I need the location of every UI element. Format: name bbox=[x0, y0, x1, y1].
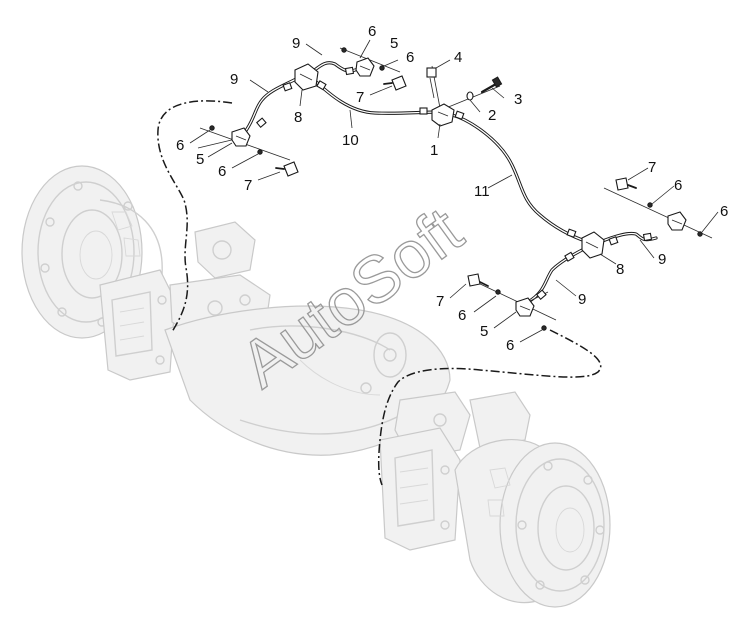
cap-4 bbox=[426, 67, 437, 99]
callout-5: 5 bbox=[196, 151, 204, 168]
pipe-nuts bbox=[255, 66, 653, 301]
bleeder-cap-7-lower bbox=[467, 273, 489, 287]
fitting-5-right bbox=[667, 211, 687, 231]
callout-7: 7 bbox=[356, 89, 364, 106]
callout-6: 6 bbox=[458, 307, 466, 324]
callout-9: 9 bbox=[578, 291, 586, 308]
callout-11: 11 bbox=[474, 183, 490, 200]
distributor-block-8-lower bbox=[581, 231, 605, 259]
callout-9: 9 bbox=[292, 35, 300, 52]
callout-6: 6 bbox=[720, 203, 728, 220]
right-wheel-hub-ghost bbox=[454, 439, 611, 608]
callout-6: 6 bbox=[406, 49, 414, 66]
washer-2 bbox=[466, 91, 474, 101]
right-caliper-ghost bbox=[379, 427, 461, 551]
bleeder-cap-7-left bbox=[275, 161, 299, 177]
fitting-5-upper bbox=[355, 57, 375, 77]
fitting-5-lower bbox=[515, 297, 535, 317]
bleeder-cap-7-right bbox=[615, 177, 637, 191]
left-brake-hose-dashed bbox=[157, 100, 233, 333]
callout-7: 7 bbox=[436, 293, 444, 310]
callout-7: 7 bbox=[244, 177, 252, 194]
callout-4: 4 bbox=[454, 49, 462, 66]
callout-9: 9 bbox=[230, 71, 238, 88]
axle-housing-ghost bbox=[21, 165, 611, 608]
callout-1: 1 bbox=[430, 142, 438, 159]
callout-5: 5 bbox=[480, 323, 488, 340]
callout-10: 10 bbox=[342, 132, 359, 149]
callout-6: 6 bbox=[218, 163, 226, 180]
callout-6: 6 bbox=[506, 337, 514, 354]
callout-3: 3 bbox=[514, 91, 522, 108]
callout-6: 6 bbox=[176, 137, 184, 154]
axle-beam-ghost bbox=[164, 305, 451, 456]
distributor-block-8-upper bbox=[294, 63, 319, 91]
callout-numbers: 9 6 5 6 4 3 2 1 7 9 8 10 6 5 6 7 11 7 6 … bbox=[176, 23, 728, 354]
bleeder-cap-7-upper bbox=[383, 75, 407, 91]
callout-2: 2 bbox=[488, 107, 496, 124]
left-caliper-ghost bbox=[99, 269, 176, 381]
callout-6: 6 bbox=[368, 23, 376, 40]
callout-8: 8 bbox=[616, 261, 624, 278]
callout-9: 9 bbox=[658, 251, 666, 268]
callout-5: 5 bbox=[390, 35, 398, 52]
callout-leaders bbox=[189, 39, 719, 343]
callout-6: 6 bbox=[674, 177, 682, 194]
callout-8: 8 bbox=[294, 109, 302, 126]
tee-fitting-1 bbox=[431, 103, 455, 127]
seal-6-group bbox=[209, 47, 703, 331]
fitting-5-left bbox=[231, 127, 251, 147]
callout-7: 7 bbox=[648, 159, 656, 176]
brake-pipe-11 bbox=[450, 113, 590, 244]
right-brake-hose-dashed bbox=[377, 329, 602, 486]
bolt-3 bbox=[480, 76, 503, 94]
